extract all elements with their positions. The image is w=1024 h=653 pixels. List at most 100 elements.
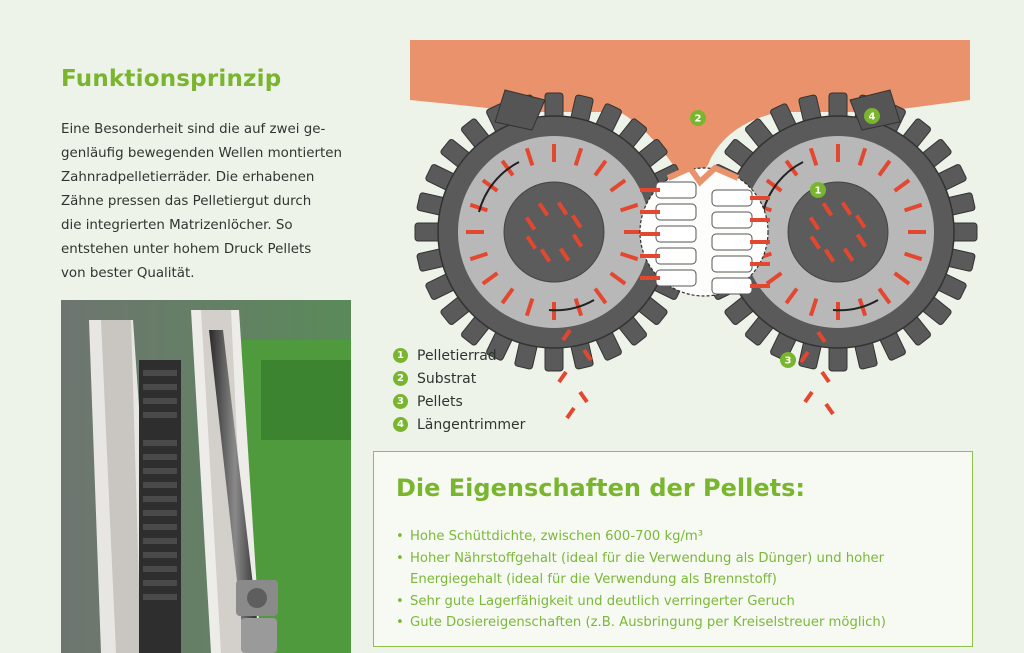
pellet: [537, 202, 550, 217]
pellet: [539, 248, 552, 263]
pellet-channel: [524, 147, 535, 167]
properties-item-text: Sehr gute Lagerfähigkeit und deutlich ve…: [410, 593, 795, 609]
mesh-tooth: [655, 247, 697, 265]
falling-pellet: [582, 348, 593, 362]
falling-pellet: [578, 390, 589, 404]
rotation-arrow-icon: [832, 299, 879, 312]
pellet: [556, 201, 569, 216]
intro-line: die integrierten Matrizenlöcher. So: [61, 218, 293, 233]
pellet: [525, 235, 538, 250]
mesh-tooth: [711, 211, 753, 229]
mesh-tooth: [655, 269, 697, 287]
pellet-channel: [765, 271, 783, 286]
falling-pellet: [816, 330, 827, 344]
marker-badge: [690, 110, 706, 126]
pellet-channel: [609, 271, 627, 286]
legend-number: 3: [393, 394, 408, 409]
legend-item: 2 Substrat: [393, 367, 525, 390]
pellet: [840, 201, 853, 216]
falling-pellet: [824, 402, 835, 416]
falling-pellet: [820, 370, 831, 384]
pellet: [809, 235, 822, 250]
legend-label: Pellets: [417, 393, 463, 410]
intro-line: Zähne pressen das Pelletiergut durch: [61, 194, 312, 209]
pellet-properties-box: Die Eigenschaften der Pellets: Hohe Schü…: [373, 451, 973, 647]
pellet-channel: [500, 287, 515, 305]
properties-item-text: Gute Dosiereigenschaften (z.B. Ausbringu…: [410, 615, 886, 630]
marker-number: 2: [695, 114, 702, 125]
properties-item-continuation: Energiegehalt (ideal für die Verwendung …: [410, 572, 777, 587]
pellet: [823, 248, 836, 263]
intro-line: entstehen unter hohem Druck Pellets: [61, 242, 312, 257]
pellet-channel: [469, 202, 489, 213]
properties-item: Hoher Nährstoffgehalt (ideal für die Ver…: [396, 548, 886, 591]
pellet-channel: [593, 159, 608, 177]
pellet-channel: [593, 287, 608, 305]
pellet: [821, 202, 834, 217]
pellet-channel: [784, 287, 799, 305]
pellet-channel: [469, 251, 489, 262]
pellet-channel: [903, 202, 923, 213]
pellet-channel: [524, 297, 535, 317]
pellet-channel: [808, 147, 819, 167]
properties-item-text: Hoher Nährstoffgehalt (ideal für die Ver…: [410, 550, 885, 566]
pellet: [808, 216, 821, 231]
legend-label: Substrat: [417, 370, 477, 387]
marker-badge: [780, 352, 796, 368]
properties-list: Hohe Schüttdichte, zwischen 600-700 kg/m…: [396, 526, 886, 634]
substrate-layer: [410, 40, 970, 177]
pellet: [855, 233, 868, 248]
pellet-channel: [877, 159, 892, 177]
intro-line: Zahnradpelletierräder. Die erhabenen: [61, 170, 315, 185]
pellet-channel: [481, 271, 499, 286]
legend-label: Pelletierrad: [417, 347, 497, 364]
properties-item: Sehr gute Lagerfähigkeit und deutlich ve…: [396, 591, 886, 613]
mesh-tooth: [655, 203, 697, 221]
legend-item: 3 Pellets: [393, 390, 525, 413]
falling-pellet: [799, 350, 810, 364]
intro-line: von bester Qualität.: [61, 266, 195, 281]
pellet-channel: [893, 178, 911, 193]
pellet-channel: [857, 147, 868, 167]
legend-item: 1 Pelletierrad: [393, 344, 525, 367]
legend-item: 4 Längentrimmer: [393, 413, 525, 436]
pellet-channel: [609, 178, 627, 193]
legend-number: 1: [393, 348, 408, 363]
properties-item-text: Hohe Schüttdichte, zwischen 600-700 kg/m…: [410, 529, 704, 544]
marker-number: 4: [869, 112, 876, 123]
legend-label: Längentrimmer: [417, 416, 526, 433]
diagram-legend: 1 Pelletierrad 2 Substrat 3 Pellets 4 Lä…: [393, 344, 525, 436]
pellet-channel: [903, 251, 923, 262]
marker-badge: [864, 108, 880, 124]
mesh-tooth: [711, 255, 753, 273]
falling-pellet: [803, 390, 814, 404]
machine-photo: [61, 300, 351, 653]
gear-hub: [503, 181, 605, 283]
pellet: [571, 233, 584, 248]
rotation-arrow-icon: [478, 161, 520, 213]
falling-pellet: [557, 370, 568, 384]
substrate-feed: [666, 164, 740, 187]
mesh-tooth: [655, 225, 697, 243]
pellet: [570, 214, 583, 229]
length-trimmer: [494, 89, 546, 131]
pellet-channel: [765, 178, 783, 193]
rotation-arrow-icon: [548, 299, 595, 312]
gear-hub: [787, 181, 889, 283]
intro-text: Eine Besonderheit sind die auf zwei ge- …: [61, 118, 361, 286]
marker-number: 1: [815, 186, 822, 197]
pellet: [854, 214, 867, 229]
page-title: Funktionsprinzip: [61, 66, 282, 92]
pellet: [842, 247, 855, 262]
pellet-channel: [808, 297, 819, 317]
pellet-channel: [619, 251, 639, 262]
mesh-tooth: [711, 189, 753, 207]
pellet: [558, 247, 571, 262]
legend-number: 4: [393, 417, 408, 432]
falling-pellet: [561, 328, 572, 342]
pellet-channel: [573, 147, 584, 167]
pellet-channel: [619, 202, 639, 213]
gear-wheel-left: [414, 92, 694, 372]
properties-title: Die Eigenschaften der Pellets:: [396, 474, 805, 502]
mesh-tooth: [655, 181, 697, 199]
